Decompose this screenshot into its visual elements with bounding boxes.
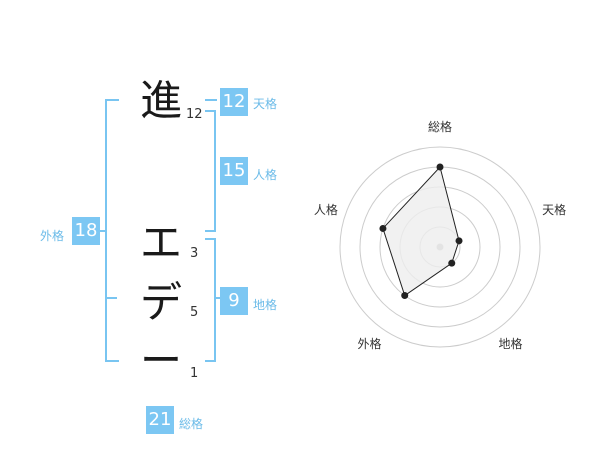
stroke-count-3: 5 — [190, 305, 199, 320]
gaikaku-bracket-tick — [96, 230, 105, 232]
radar-point-1 — [436, 163, 444, 171]
radar-ring-5 — [339, 146, 541, 348]
radar-axis-label-3: 地格 — [499, 336, 523, 351]
soukaku-value: 21 — [146, 406, 174, 434]
tenkaku-bracket — [205, 99, 217, 101]
jinkaku-label: 人格 — [253, 168, 278, 182]
gaikaku-label: 外格 — [40, 229, 65, 243]
chikaku-bracket-tick — [216, 297, 222, 299]
gaikaku-value: 18 — [72, 217, 100, 245]
gaikaku-bracket-mid — [105, 297, 117, 299]
soukaku-label: 総格 — [179, 417, 204, 431]
chikaku-value: 9 — [220, 287, 248, 315]
gaikaku-bracket — [105, 99, 119, 362]
radar-points — [379, 163, 463, 300]
radar-axis-label-2: 天格 — [542, 202, 566, 217]
radar-point-2 — [455, 237, 463, 245]
jinkaku-value: 15 — [220, 157, 248, 185]
tenkaku-label: 天格 — [253, 97, 278, 111]
radar-point-3 — [448, 259, 456, 267]
tenkaku-value: 12 — [220, 88, 248, 116]
chikaku-label: 地格 — [253, 298, 278, 312]
name-char-1: 進 — [139, 76, 182, 125]
stroke-count-4: 1 — [190, 366, 199, 381]
radar-point-4 — [401, 292, 409, 300]
radar-point-5 — [379, 224, 387, 232]
radar-axis-label-4: 外格 — [357, 336, 381, 351]
stroke-count-2: 3 — [190, 246, 199, 261]
stroke-count-1: 12 — [186, 107, 203, 122]
chikaku-bracket — [205, 238, 216, 362]
name-char-4: ー — [139, 336, 182, 385]
radar-axis-label-1: 総格 — [428, 119, 452, 134]
name-char-3: デ — [139, 278, 182, 327]
radar-polygon — [382, 165, 460, 297]
name-char-2: エ — [139, 218, 182, 267]
radar-polygon-group — [382, 165, 460, 297]
radar-axis-label-5: 人格 — [314, 202, 338, 217]
jinkaku-bracket — [205, 110, 216, 232]
